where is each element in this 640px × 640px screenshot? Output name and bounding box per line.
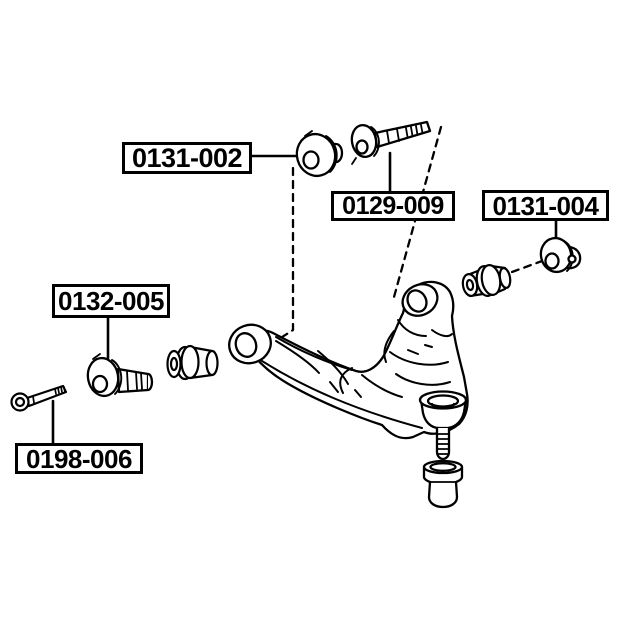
dashed-line-bushing-to-cam xyxy=(510,259,544,274)
ball-joint-drawing xyxy=(418,390,468,461)
dashed-line-cam-bolt-to-arm xyxy=(392,125,443,299)
front-bushing-drawing xyxy=(166,344,219,381)
part-label-0129-009: 0129-009 xyxy=(331,191,455,221)
part-label-0131-002: 0131-002 xyxy=(122,142,252,174)
rear-bushing-eye xyxy=(401,283,439,317)
bolt-drawing xyxy=(10,384,68,412)
dashed-line-cam-washer-to-arm xyxy=(277,166,295,341)
cam-bolt-front-drawing xyxy=(86,353,154,398)
front-bushing-eye xyxy=(228,323,272,365)
control-arm-drawing xyxy=(228,280,469,440)
dashed-assembly-lines xyxy=(277,125,544,341)
cam-washer-front-drawing xyxy=(295,130,344,178)
rear-bushing-drawing xyxy=(461,264,512,298)
ball-joint-boot-drawing xyxy=(422,459,464,509)
cam-washer-rear-drawing xyxy=(539,236,582,274)
cam-bolt-rear-drawing xyxy=(350,120,432,165)
part-label-0131-004: 0131-004 xyxy=(482,190,609,221)
leader-lines xyxy=(51,151,558,445)
part-label-0198-006: 0198-006 xyxy=(15,443,143,474)
part-label-0132-005: 0132-005 xyxy=(52,284,170,318)
